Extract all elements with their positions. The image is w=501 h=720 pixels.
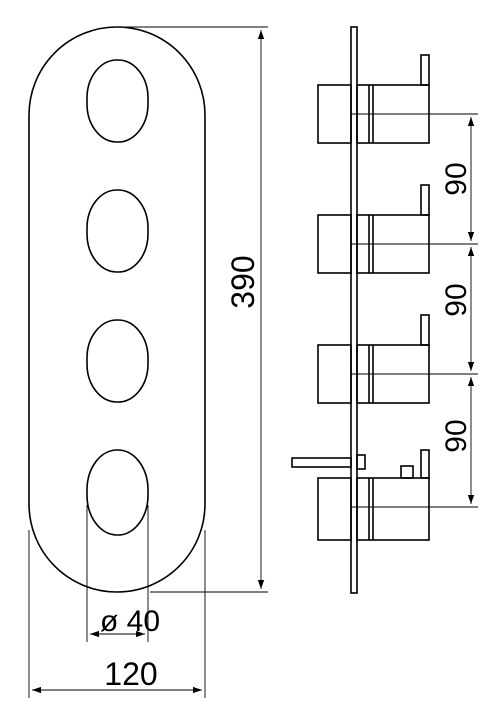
side-view-dimension-lines [351,113,478,508]
knob-opening-2 [86,189,149,273]
spacing-label-2: 90 [440,283,473,316]
height-label: 390 [225,255,261,308]
handle-unit-1 [317,54,430,144]
knob-opening-3 [86,319,149,403]
diameter-label: ø 40 [100,605,160,638]
handle-unit-2 [317,184,430,274]
knob-opening-4 [86,449,149,536]
handle-unit-3 [317,314,430,404]
side-view [291,26,430,594]
knob-opening-1 [86,59,149,143]
front-view-dimension-lines [28,26,268,698]
width-label: 120 [104,656,157,692]
spacing-label-3: 90 [440,419,473,452]
side-plate [350,26,358,594]
spacing-label-1: 90 [440,162,473,195]
handle-unit-4 [291,449,430,541]
spout-lever [291,457,352,468]
small-knob [400,465,414,479]
front-view [28,26,206,593]
cover-plate-outline [28,26,206,593]
